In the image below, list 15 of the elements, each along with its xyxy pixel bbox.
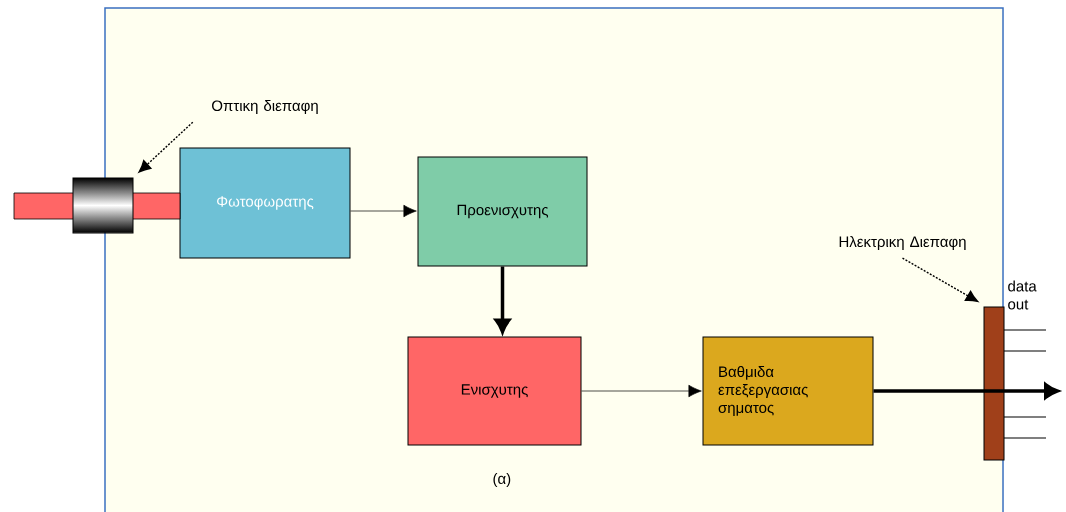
interface-label: Οπτικη διεπαφη	[212, 100, 318, 114]
connector-drawing	[13, 177, 181, 234]
arrow	[350, 204, 417, 218]
amplifier-box: Ενισχυτης	[407, 336, 582, 446]
detector-box: Φωτοφωρατης	[179, 147, 351, 259]
data-out-label: data out	[1008, 280, 1037, 310]
preamplifier-box: Προενισχυτης	[417, 156, 588, 267]
arrow	[581, 384, 702, 398]
interface-label: Ηλεκτρικη Διεπαφη	[839, 236, 966, 250]
arrow	[873, 383, 1059, 399]
figure-caption: (α)	[493, 473, 511, 487]
leader-line	[138, 121, 194, 173]
leader-line	[901, 257, 979, 302]
interface-bar	[983, 306, 1005, 461]
signal-processing-box: Βαθμιδα επεξεργασιας σηματος	[702, 336, 874, 446]
